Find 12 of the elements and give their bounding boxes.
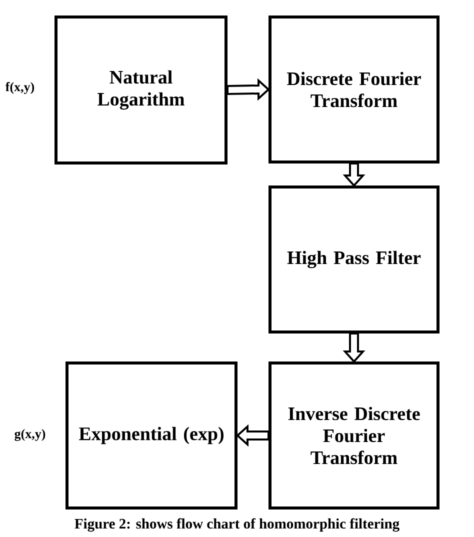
process-box: Inverse Discrete Fourier Transform [268,362,440,510]
signal-label: f(x,y) [5,82,34,94]
process-box: High Pass Filter [268,186,440,334]
signal-label: g(x,y) [14,429,46,441]
caption: Figure 2: shows flow chart of homomorphic filtering [74,518,400,532]
block-arrow [236,424,270,447]
block-arrow [342,332,366,363]
block-arrow [342,162,366,187]
process-box: Exponential (exp) [66,362,238,510]
block-arrow [226,78,270,101]
process-box: Discrete Fourier Transform [268,15,440,164]
process-box: Natural Logarithm [54,15,228,164]
